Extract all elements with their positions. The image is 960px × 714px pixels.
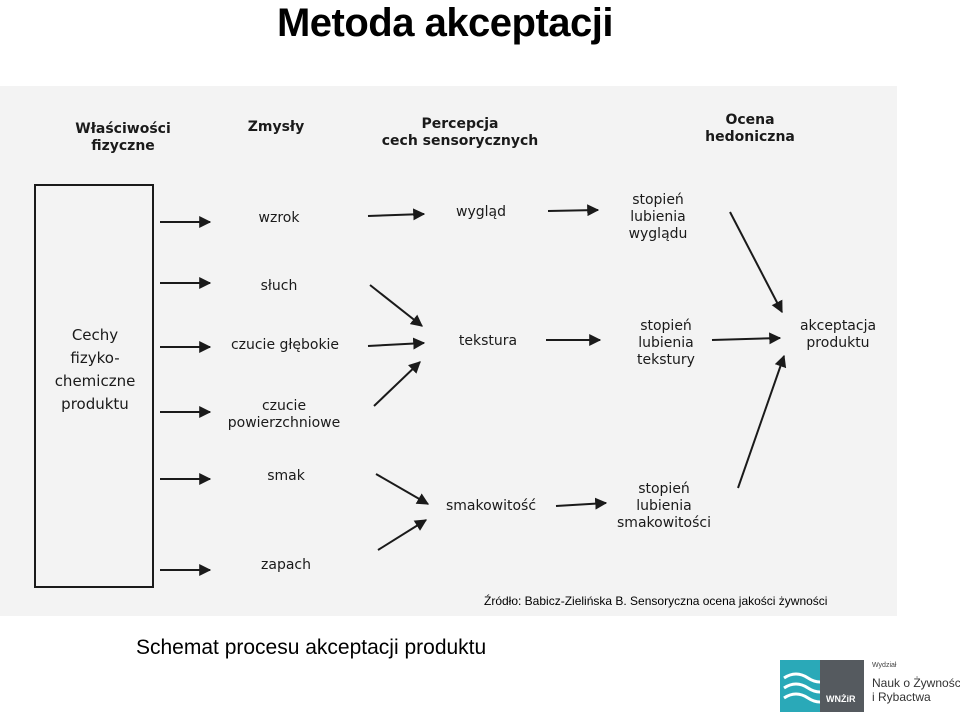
logo-faculty-word: Wydział xyxy=(872,662,897,669)
liking-appearance: stopień lubienia wyglądu xyxy=(628,192,688,242)
arrow-hearing-to-texture xyxy=(369,284,423,327)
header-hedonic: Ocena hedoniczna xyxy=(705,112,795,145)
slide-caption: Schemat procesu akceptacji produktu xyxy=(136,636,487,659)
logo-dark-panel xyxy=(820,660,864,712)
header-perception: Percepcja cech sensorycznych xyxy=(381,116,539,149)
sense-deep-touch: czucie głębokie xyxy=(230,337,340,353)
sense-smell: zapach xyxy=(261,557,311,573)
diagram-scan xyxy=(0,86,897,616)
product-properties-box xyxy=(34,184,154,588)
logo-abbreviation: WNŻiR xyxy=(826,694,856,704)
acceptance-node: akceptacja produktu xyxy=(799,318,877,351)
logo-faculty-name: Nauk o Żywności i Rybactwa xyxy=(872,676,960,704)
faculty-logo: WNŻiR Wydział Nauk o Żywności i Rybactwa xyxy=(780,660,960,712)
arrow-flavour-to-liking xyxy=(555,497,608,510)
perception-flavour: smakowitość xyxy=(445,498,537,514)
arrow-liking-flavour-to-acceptance xyxy=(737,354,787,489)
perception-appearance: wygląd xyxy=(456,204,506,220)
arrow-surface-touch-to-texture xyxy=(373,361,421,407)
arrow-taste-to-flavour xyxy=(375,473,430,505)
slide-title: Metoda akceptacji xyxy=(276,1,614,45)
product-properties-label: Cechy fizyko- chemiczne produktu xyxy=(54,326,136,413)
arrow-appearance-to-liking xyxy=(547,204,600,217)
arrow-sight-to-appearance xyxy=(367,208,426,221)
source-note: Źródło: Babicz-Zielińska B. Sensoryczna … xyxy=(484,594,828,608)
liking-flavour: stopień lubienia smakowitości xyxy=(617,481,711,531)
arrow-deep-touch-to-texture xyxy=(367,337,426,350)
arrow-smell-to-flavour xyxy=(377,519,428,551)
header-senses: Zmysły xyxy=(247,119,305,135)
header-properties: Właściwości fizyczne xyxy=(75,121,171,154)
perception-texture: tekstura xyxy=(458,333,518,349)
sense-hearing: słuch xyxy=(260,278,298,294)
arrow-liking-texture-to-acceptance xyxy=(711,332,782,345)
sense-taste: smak xyxy=(267,468,305,484)
arrow-liking-appearance-to-acceptance xyxy=(729,211,783,314)
liking-texture: stopień lubienia tekstury xyxy=(637,318,695,368)
sense-surface-touch: czucie powierzchniowe xyxy=(227,398,341,431)
sense-sight: wzrok xyxy=(258,210,300,226)
